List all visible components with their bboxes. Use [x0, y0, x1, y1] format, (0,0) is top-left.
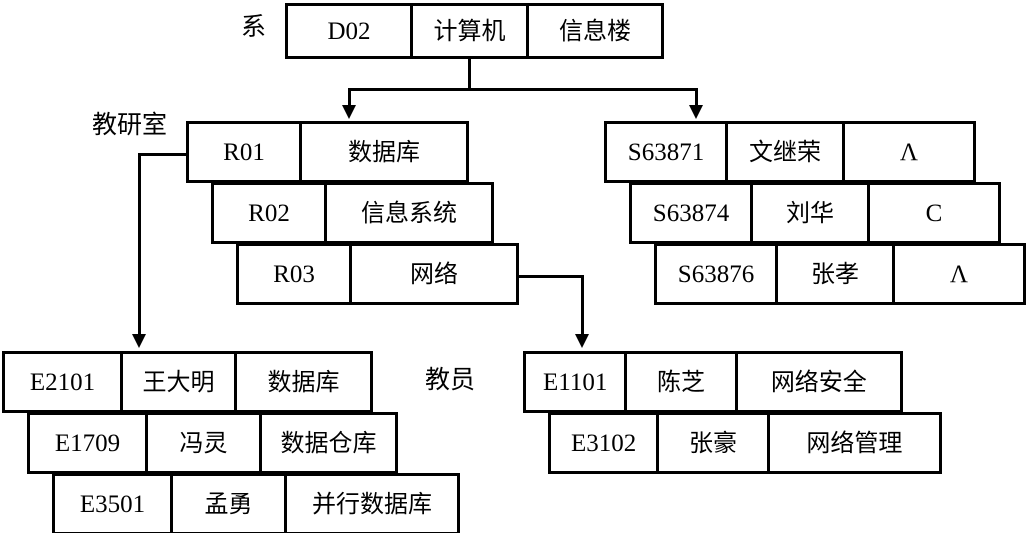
teacher-id-cell: E2101 — [29, 368, 96, 396]
student-id-cell: S63871 — [627, 138, 705, 166]
office-id-cell: R03 — [273, 260, 315, 288]
department-id-cell: D02 — [327, 17, 371, 45]
office-name-cell: 信息系统 — [324, 185, 491, 241]
table-row: R01 数据库 — [186, 121, 469, 183]
connector-office-to-teacher-net-v — [581, 275, 584, 335]
office-name-cell: 数据库 — [299, 124, 466, 180]
teacher-field-cell: 并行数据库 — [284, 476, 457, 532]
student-grade-cell: Λ — [842, 124, 973, 180]
arrow-down-icon-teacher-db — [132, 334, 146, 348]
connector-office-to-teacher-net-h — [516, 275, 584, 278]
teacher-field-cell: 数据库 — [234, 354, 370, 410]
teacher-id-cell: E3501 — [79, 490, 146, 518]
student-grade-cell: Λ — [892, 246, 1023, 302]
office-name-cell: 网络 — [349, 246, 516, 302]
connector-student-drop — [695, 88, 698, 108]
table-row: E3501 孟勇 并行数据库 — [52, 473, 460, 533]
arrow-down-icon-student — [689, 105, 703, 119]
table-row: S63874 刘华 C — [629, 182, 1001, 244]
teacher-name-cell: 冯灵 — [145, 415, 259, 471]
teacher-name-cell: 王大明 — [120, 354, 234, 410]
teacher-id-cell: E1101 — [543, 368, 608, 396]
connector-office-to-teacher-h — [138, 153, 189, 156]
student-name-cell: 文继荣 — [725, 124, 842, 180]
teacher-name-cell: 孟勇 — [170, 476, 284, 532]
student-grade-cell: C — [867, 185, 998, 241]
table-row: E1709 冯灵 数据仓库 — [27, 412, 398, 474]
connector-split-bar — [348, 88, 698, 91]
teacher-field-cell: 网络安全 — [734, 354, 900, 410]
teacher-name-cell: 陈芝 — [624, 354, 734, 410]
table-row: E1101 陈芝 网络安全 — [523, 351, 903, 413]
table-row: E3102 张豪 网络管理 — [548, 412, 942, 474]
table-row: R02 信息系统 — [211, 182, 494, 244]
department-name-cell: 计算机 — [410, 6, 526, 56]
connector-office-drop — [348, 88, 351, 108]
connector-office-to-teacher-v — [138, 153, 141, 335]
teacher-field-cell: 数据仓库 — [259, 415, 395, 471]
teacher-name-cell: 张豪 — [656, 415, 766, 471]
label-teacher: 教员 — [425, 365, 476, 394]
table-row: S63871 文继荣 Λ — [604, 121, 976, 183]
student-id-cell: S63876 — [677, 260, 755, 288]
table-row: S63876 张孝 Λ — [654, 243, 1026, 305]
table-row: D02 计算机 信息楼 — [285, 3, 664, 59]
office-id-cell: R01 — [223, 138, 265, 166]
table-row: R03 网络 — [236, 243, 519, 305]
student-id-cell: S63874 — [652, 199, 730, 227]
teacher-id-cell: E1709 — [54, 429, 121, 457]
student-name-cell: 张孝 — [775, 246, 892, 302]
label-office: 教研室 — [92, 110, 168, 139]
department-location-cell: 信息楼 — [526, 6, 661, 56]
teacher-id-cell: E3102 — [571, 429, 637, 457]
student-name-cell: 刘华 — [750, 185, 867, 241]
teacher-field-cell: 网络管理 — [766, 415, 939, 471]
office-id-cell: R02 — [248, 199, 290, 227]
table-row: E2101 王大明 数据库 — [2, 351, 373, 413]
arrow-down-icon-office — [342, 105, 356, 119]
arrow-down-icon-teacher-net — [575, 334, 589, 348]
connector-department-stem — [468, 59, 471, 91]
label-department: 系 — [241, 12, 267, 41]
